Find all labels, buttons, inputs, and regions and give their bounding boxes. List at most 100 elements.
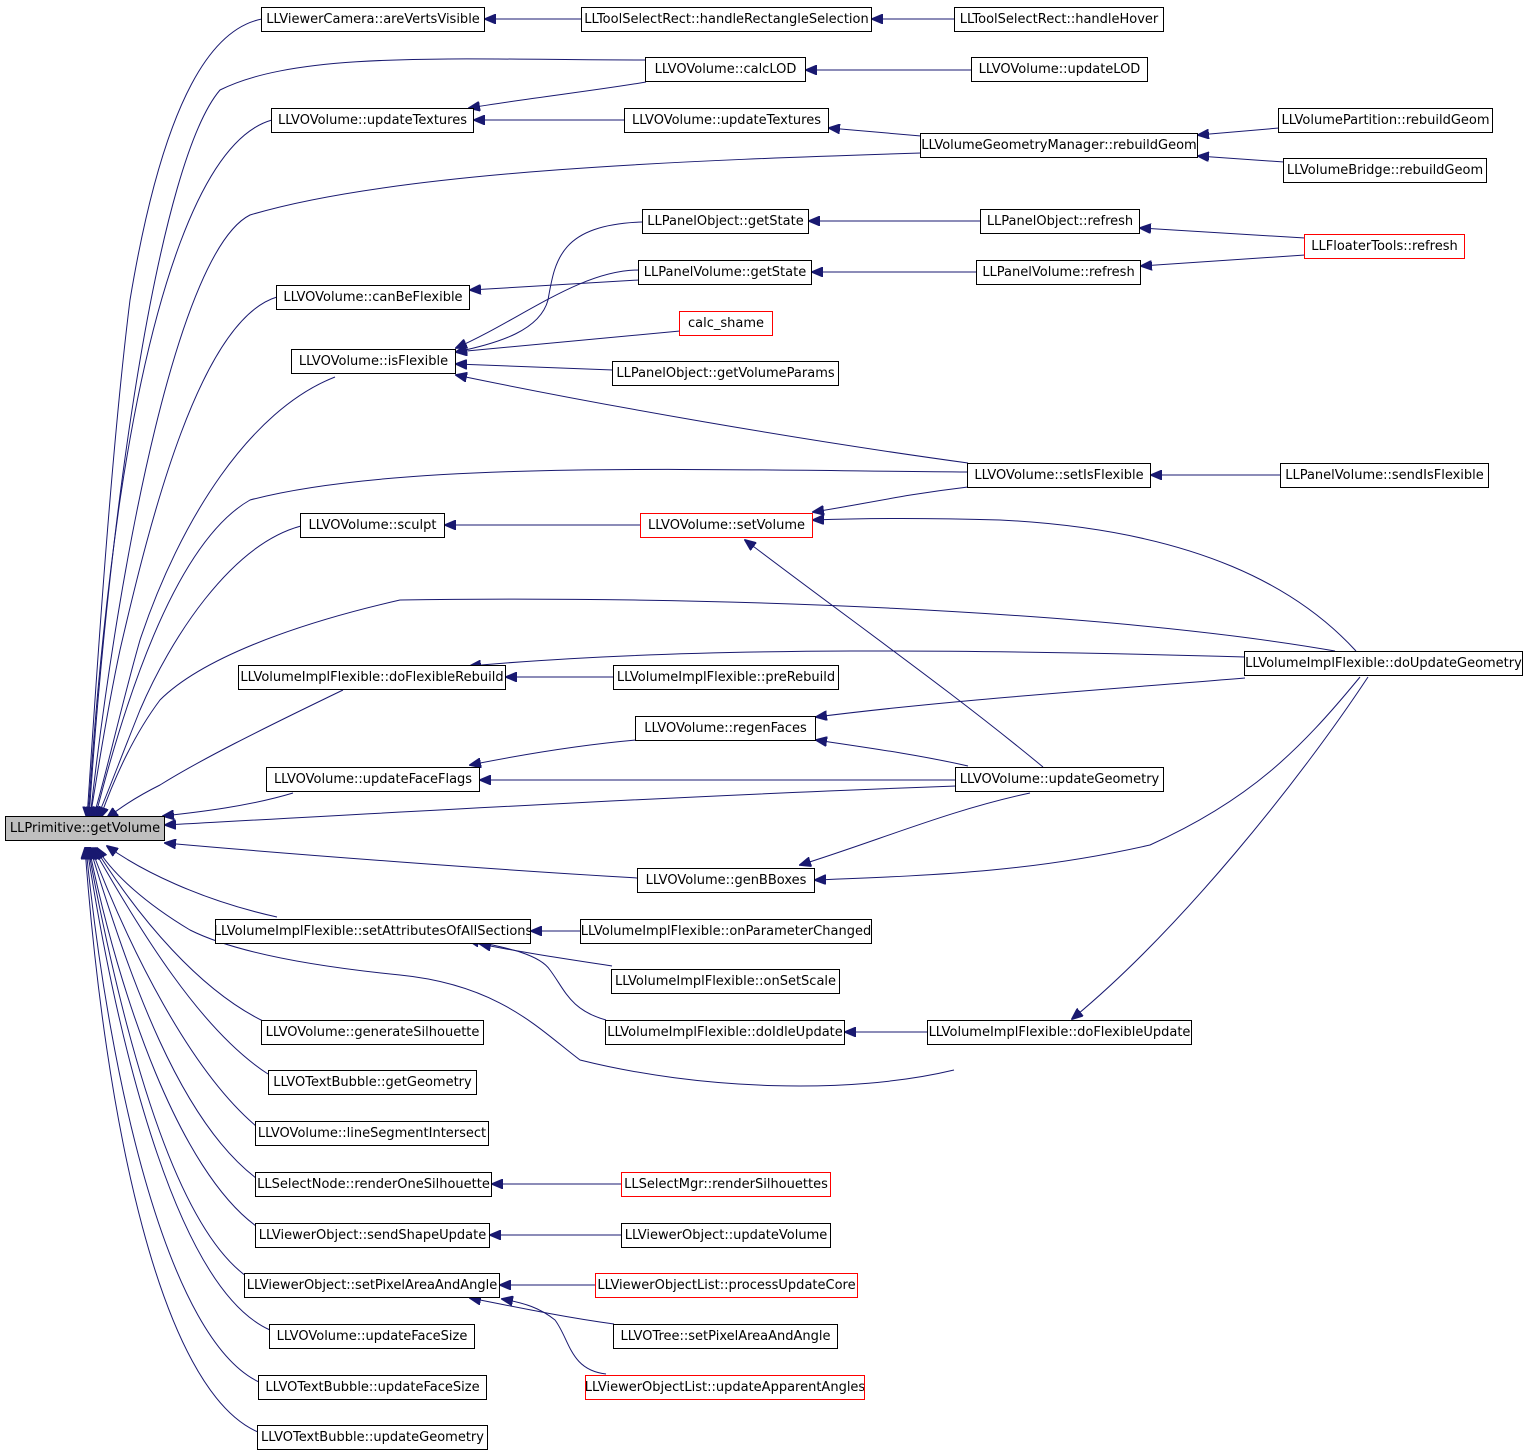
node-vovolume-update-lod[interactable]: LLVOVolume::updateLOD <box>971 57 1148 82</box>
node-vovolume-set-volume[interactable]: LLVOVolume::setVolume <box>640 513 813 538</box>
edge <box>800 792 1031 865</box>
edge <box>87 18 263 818</box>
edge <box>456 375 969 464</box>
node-tool-select-rect-handle-rectangle-selection[interactable]: LLToolSelectRect::handleRectangleSelecti… <box>581 7 872 32</box>
edge <box>90 152 922 818</box>
node-vovolume-sculpt[interactable]: LLVOVolume::sculpt <box>300 513 445 538</box>
edge <box>456 364 614 371</box>
edge <box>470 1298 615 1325</box>
edge <box>480 944 613 967</box>
node-panel-volume-get-state[interactable]: LLPanelVolume::getState <box>638 260 812 285</box>
edge <box>89 848 257 1227</box>
edge <box>87 848 271 1331</box>
edge <box>468 940 607 1021</box>
node-flexible-do-update-geometry[interactable]: LLVolumeImplFlexible::doUpdateGeometry <box>1244 651 1523 676</box>
edge <box>88 848 247 1277</box>
node-select-mgr-render-silhouettes[interactable]: LLSelectMgr::renderSilhouettes <box>621 1172 831 1197</box>
node-panel-volume-send-is-flexible[interactable]: LLPanelVolume::sendIsFlexible <box>1280 463 1489 488</box>
node-flexible-pre-rebuild[interactable]: LLVolumeImplFlexible::preRebuild <box>613 665 839 690</box>
edge <box>107 689 344 818</box>
node-panel-object-refresh[interactable]: LLPanelObject::refresh <box>980 209 1140 234</box>
edge <box>470 279 640 290</box>
node-viewer-object-set-pixel-area-and-angle[interactable]: LLViewerObject::setPixelAreaAndAngle <box>244 1273 500 1298</box>
node-vovolume-can-be-flexible[interactable]: LLVOVolume::canBeFlexible <box>276 285 470 310</box>
node-textbubble-get-geometry[interactable]: LLVOTextBubble::getGeometry <box>268 1070 477 1095</box>
node-volume-bridge-rebuild-geom[interactable]: LLVolumeBridge::rebuildGeom <box>1283 158 1487 183</box>
edge <box>1072 676 1369 1019</box>
node-vovolume-is-flexible[interactable]: LLVOVolume::isFlexible <box>291 349 456 374</box>
node-calc-shame[interactable]: calc_shame <box>679 311 773 336</box>
edge <box>1198 127 1280 135</box>
node-floater-tools-refresh[interactable]: LLFloaterTools::refresh <box>1304 234 1465 259</box>
edge <box>97 525 302 818</box>
node-volume-partition-rebuild-geom[interactable]: LLVolumePartition::rebuildGeom <box>1278 108 1493 133</box>
node-flexible-on-set-scale[interactable]: LLVolumeImplFlexible::onSetScale <box>611 969 840 994</box>
node-flexible-do-flexible-rebuild[interactable]: LLVolumeImplFlexible::doFlexibleRebuild <box>238 665 506 690</box>
node-volume-geometry-manager-rebuild-geom[interactable]: LLVolumeGeometryManager::rebuildGeom <box>920 133 1198 158</box>
edge <box>813 519 1357 652</box>
edge <box>815 676 1361 880</box>
edge <box>829 128 922 137</box>
node-panel-volume-refresh[interactable]: LLPanelVolume::refresh <box>976 260 1141 285</box>
edge <box>1198 156 1285 163</box>
node-vovolume-regen-faces[interactable]: LLVOVolume::regenFaces <box>635 716 816 741</box>
edge <box>502 1299 607 1375</box>
node-vovolume-update-textures-1[interactable]: LLVOVolume::updateTextures <box>271 108 474 133</box>
node-flexible-do-idle-update[interactable]: LLVolumeImplFlexible::doIdleUpdate <box>605 1020 845 1045</box>
node-viewer-camera-are-verts-visible[interactable]: LLViewerCamera::areVertsVisible <box>261 7 485 32</box>
edge <box>86 848 260 1383</box>
edge <box>100 598 1336 818</box>
edge <box>469 81 647 108</box>
edge <box>88 119 273 818</box>
node-textbubble-update-face-size[interactable]: LLVOTextBubble::updateFaceSize <box>258 1375 487 1400</box>
edge <box>107 846 278 918</box>
edge <box>95 848 264 1022</box>
node-object-list-process-update-core[interactable]: LLViewerObjectList::processUpdateCore <box>595 1273 858 1298</box>
node-vovolume-update-geometry[interactable]: LLVOVolume::updateGeometry <box>955 767 1164 792</box>
node-votree-set-pixel-area-and-angle[interactable]: LLVOTree::setPixelAreaAndAngle <box>613 1324 838 1349</box>
node-vovolume-generate-silhouette[interactable]: LLVOVolume::generateSilhouette <box>261 1020 484 1045</box>
node-vovolume-set-is-flexible[interactable]: LLVOVolume::setIsFlexible <box>967 463 1151 488</box>
edge <box>93 376 336 818</box>
edge <box>93 848 269 1075</box>
edge <box>163 792 294 816</box>
node-vovolume-gen-bboxes[interactable]: LLVOVolume::genBBoxes <box>637 868 815 893</box>
edge <box>456 330 681 352</box>
edge <box>90 296 278 818</box>
edge <box>816 740 969 767</box>
edge <box>165 843 639 879</box>
node-tool-select-rect-handle-hover[interactable]: LLToolSelectRect::handleHover <box>954 7 1164 32</box>
node-panel-object-get-state[interactable]: LLPanelObject::getState <box>642 209 809 234</box>
edge <box>470 650 1246 666</box>
edge <box>1141 254 1306 266</box>
edge <box>1140 228 1306 239</box>
node-viewer-object-update-volume[interactable]: LLViewerObject::updateVolume <box>621 1223 831 1248</box>
node-textbubble-update-geometry[interactable]: LLVOTextBubble::updateGeometry <box>257 1425 488 1450</box>
edge <box>816 677 1246 717</box>
node-vovolume-update-textures-2[interactable]: LLVOVolume::updateTextures <box>624 108 829 133</box>
node-flexible-on-parameter-changed[interactable]: LLVolumeImplFlexible::onParameterChanged <box>580 919 872 944</box>
edge <box>456 269 640 348</box>
node-vovolume-update-face-flags[interactable]: LLVOVolume::updateFaceFlags <box>266 767 480 792</box>
edge <box>85 848 259 1433</box>
node-vovolume-update-face-size[interactable]: LLVOVolume::updateFaceSize <box>269 1324 475 1349</box>
edge <box>813 486 969 512</box>
edge <box>456 221 643 352</box>
edge <box>90 848 257 1179</box>
node-object-list-update-apparent-angles[interactable]: LLViewerObjectList::updateApparentAngles <box>585 1375 865 1400</box>
edge <box>95 468 969 818</box>
node-viewer-object-send-shape-update[interactable]: LLViewerObject::sendShapeUpdate <box>255 1223 490 1248</box>
edge <box>89 58 647 818</box>
node-vovolume-line-segment-intersect[interactable]: LLVOVolume::lineSegmentIntersect <box>255 1121 489 1146</box>
node-flexible-do-flexible-update[interactable]: LLVolumeImplFlexible::doFlexibleUpdate <box>927 1020 1192 1045</box>
node-flexible-set-attributes-of-all-sections[interactable]: LLVolumeImplFlexible::setAttributesOfAll… <box>215 919 531 944</box>
node-panel-object-get-volume-params[interactable]: LLPanelObject::getVolumeParams <box>612 361 839 386</box>
edge <box>91 848 257 1127</box>
node-select-node-render-one-silhouette[interactable]: LLSelectNode::renderOneSilhouette <box>255 1172 492 1197</box>
edge <box>165 785 957 825</box>
node-vovolume-calc-lod[interactable]: LLVOVolume::calcLOD <box>645 57 806 82</box>
edge <box>470 739 637 765</box>
edge <box>97 848 955 1087</box>
